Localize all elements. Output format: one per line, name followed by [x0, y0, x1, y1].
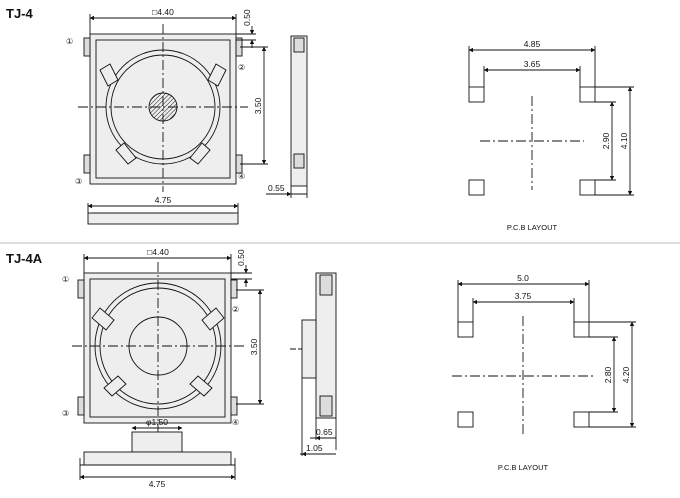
pin-label-3: ③ [75, 177, 82, 186]
pin-label-1: ① [66, 37, 73, 46]
bottom-view: 4.75 [87, 195, 239, 225]
pin-label-3: ③ [62, 409, 69, 418]
pin-label-1: ① [62, 275, 69, 284]
pin-label-2: ② [238, 63, 245, 72]
pin-label-4: ④ [232, 418, 239, 427]
dome-tab [201, 307, 225, 331]
dim-side-offset-a: 0.65 [316, 427, 333, 437]
terminal-3 [77, 396, 85, 416]
dim-bottom-width: 4.75 [149, 479, 166, 489]
pin-label-4: ④ [238, 172, 245, 181]
dome-tab [207, 63, 227, 87]
pcb-inner-width: 3.75 [515, 291, 532, 301]
dim-side-offset: 0.55 [268, 183, 285, 193]
pcb-pad [579, 86, 596, 103]
pcb-outer-width: 4.85 [524, 39, 541, 49]
dimension-height: 3.50 [236, 289, 264, 405]
side-view: 0.55 [266, 35, 308, 198]
dim-side-offset-b: 1.05 [306, 443, 323, 453]
dome-tab [99, 63, 119, 87]
terminal-3 [83, 154, 91, 174]
actuator-stem [131, 431, 183, 453]
pcb-pad [468, 179, 485, 196]
dim-actuator-diameter: φ1.50 [146, 417, 168, 427]
side-view: 0.65 1.05 [290, 272, 337, 457]
top-view [72, 262, 244, 432]
pcb-inner-height: 2.90 [601, 132, 611, 149]
pcb-pad [457, 411, 474, 428]
pcb-outer-height: 4.10 [619, 132, 629, 149]
pcb-outer-height: 4.20 [621, 366, 631, 383]
pcb-layout: 4.85 3.65 2.90 4.10 P.C.B LAYOUT [468, 39, 634, 232]
pcb-label: P.C.B LAYOUT [507, 223, 558, 232]
switch-body [83, 272, 232, 424]
dimension-height: 3.50 [240, 46, 268, 165]
pcb-layout: 5.0 3.75 2.80 4.20 P.C.B LAYOUT [452, 273, 636, 472]
dim-top-gap: 0.50 [242, 9, 252, 26]
section-tj4: TJ-4 □ [6, 6, 634, 232]
dim-bottom-width: 4.75 [155, 195, 172, 205]
pcb-pad [468, 86, 485, 103]
dim-height: 3.50 [253, 97, 263, 114]
bottom-view: φ1.50 4.75 [79, 417, 236, 489]
top-view [78, 24, 248, 192]
dimension-top-width: □4.40 [83, 247, 232, 273]
dim-height: 3.50 [249, 338, 259, 355]
dim-body-width: □4.40 [147, 247, 169, 257]
dim-top-gap: 0.50 [236, 249, 246, 266]
terminal-2 [230, 279, 238, 299]
dimension-top-gap: 0.50 [231, 249, 252, 287]
section-title: TJ-4A [6, 251, 43, 266]
dome-tab [189, 142, 211, 165]
pcb-pad [573, 411, 590, 428]
pcb-inner-height: 2.80 [603, 366, 613, 383]
dome-tab [115, 142, 137, 165]
section-tj4a: TJ-4A □4.40 [6, 247, 636, 489]
dome-tab [103, 375, 127, 397]
pin-label-2: ② [232, 305, 239, 314]
terminal-1 [83, 37, 91, 57]
dim-body-width: □4.40 [152, 7, 174, 17]
pcb-pad [457, 321, 474, 338]
terminal-1 [77, 279, 85, 299]
pcb-outer-width: 5.0 [517, 273, 529, 283]
pcb-label: P.C.B LAYOUT [498, 463, 549, 472]
pcb-pad [579, 179, 596, 196]
dome-tab [91, 307, 115, 331]
dimension-top-width: □4.40 [89, 7, 237, 34]
dome-tab [189, 375, 213, 397]
terminal-4 [230, 396, 238, 416]
pcb-inner-width: 3.65 [524, 59, 541, 69]
pcb-pad [573, 321, 590, 338]
switch-inner-frame [89, 278, 226, 418]
section-title: TJ-4 [6, 6, 34, 21]
